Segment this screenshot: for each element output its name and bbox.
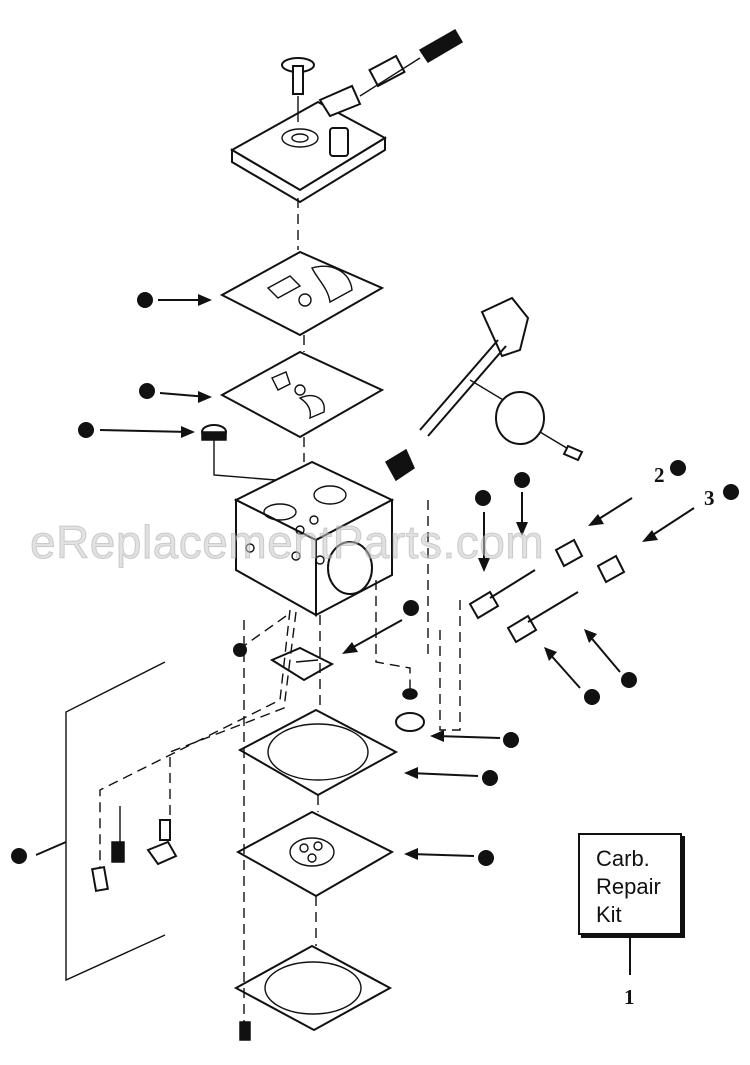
throttle-plate — [495, 391, 584, 462]
pump-gasket — [219, 250, 385, 337]
callout-number-1: 1 — [624, 985, 635, 1009]
metering-gasket — [237, 708, 399, 797]
pump-diaphragm — [219, 350, 385, 439]
bottom-screw — [239, 1021, 251, 1041]
callout-bullets — [11, 292, 739, 866]
kit-label-line2: Repair — [596, 874, 661, 899]
watermark-text: eReplacementParts.com — [29, 516, 545, 569]
assembly-bracket — [65, 661, 166, 982]
limiter-caps — [554, 538, 626, 584]
top-cover — [229, 100, 388, 204]
mixture-screw-l — [468, 569, 536, 620]
metering-cover — [233, 944, 393, 1032]
assembly-lines — [99, 198, 461, 1022]
callout-number-2: 2 — [654, 463, 665, 487]
kit-label-line3: Kit — [596, 902, 622, 927]
inlet-screen — [201, 424, 301, 483]
throttle-shaft — [384, 296, 530, 482]
mixture-screw-h — [506, 591, 579, 644]
callout-arrows — [35, 294, 695, 860]
repair-kit-box: Carb. Repair Kit — [578, 833, 682, 935]
cover-screw — [281, 57, 315, 122]
metering-lever — [269, 646, 335, 682]
welch-plug — [395, 688, 425, 732]
fuel-needle-assembly — [318, 28, 464, 118]
small-parts-left — [91, 806, 178, 893]
metering-diaphragm — [235, 810, 395, 898]
carburetor-body — [233, 460, 395, 617]
callout-number-3: 3 — [704, 486, 715, 510]
kit-label-line1: Carb. — [596, 846, 650, 871]
